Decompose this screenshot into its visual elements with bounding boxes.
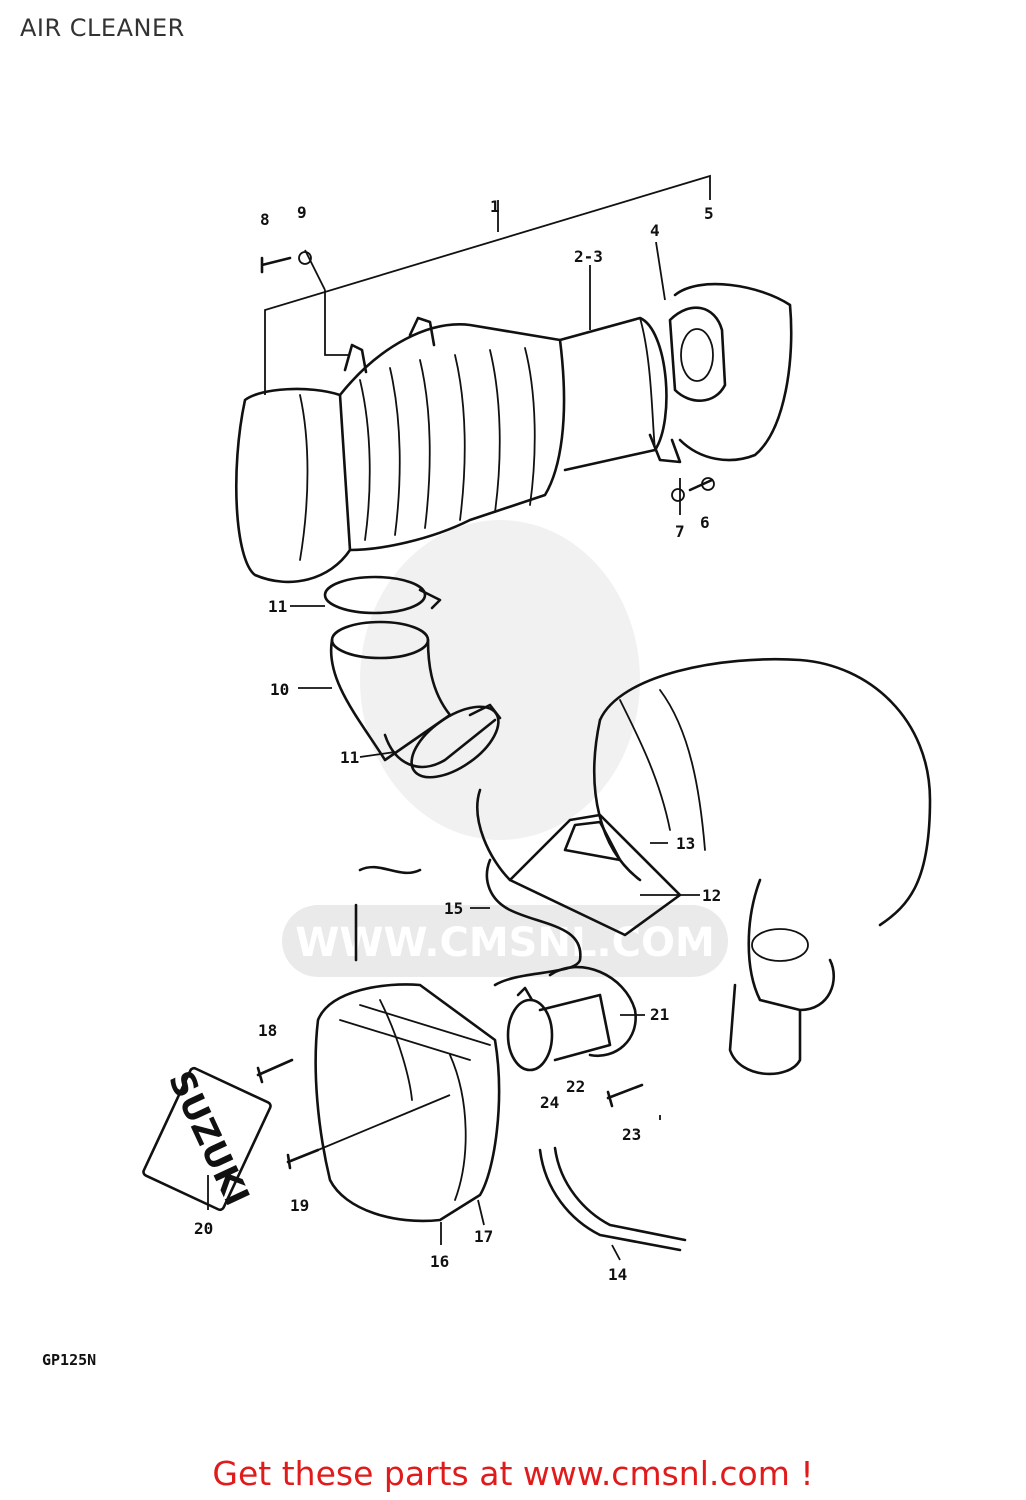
air-cleaner-case: [314, 983, 501, 1223]
air-cleaner-housing: [235, 316, 566, 584]
intake-boot: [476, 788, 682, 937]
page-title: AIR CLEANER: [20, 14, 185, 42]
carburetor-housing: [593, 657, 932, 1076]
callout-23: 23: [622, 1125, 641, 1144]
callout-1: 1: [490, 197, 500, 216]
callout-4: 4: [650, 221, 660, 240]
callout-8: 8: [260, 210, 270, 229]
callout-17: 17: [474, 1227, 493, 1246]
callout-16: 16: [430, 1252, 449, 1271]
callout-11-lower: 11: [340, 748, 359, 767]
callout-14: 14: [608, 1265, 627, 1284]
leader-lines: [207, 241, 700, 1261]
gasket-and-cover: [648, 282, 793, 464]
small-fasteners-lower: [256, 1058, 687, 1252]
reference-lines: [264, 174, 711, 395]
callout-18: 18: [258, 1021, 277, 1040]
callout-10: 10: [270, 680, 289, 699]
callout-13: 13: [676, 834, 695, 853]
callout-21: 21: [650, 1005, 669, 1024]
watermark-text: WWW.CMSNL.COM: [295, 920, 715, 966]
parts-diagram: WWW.CMSNL.COM: [42, 174, 932, 1369]
suzuki-emblem: SUZUKI: [142, 1065, 272, 1212]
callout-9: 9: [297, 203, 307, 222]
breather-hose-upper: [354, 858, 582, 987]
callout-5: 5: [704, 204, 714, 223]
callout-20: 20: [194, 1219, 213, 1238]
intake-hose-assembly: [323, 575, 502, 779]
callout-19: 19: [290, 1196, 309, 1215]
watermark: WWW.CMSNL.COM: [282, 520, 728, 977]
filter-element: [558, 316, 668, 472]
callout-22: 22: [566, 1077, 585, 1096]
footer-link[interactable]: Get these parts at www.cmsnl.com !: [212, 1454, 814, 1493]
callout-7: 7: [675, 522, 685, 541]
callout-numbers: 1 2-3 4 5 6 7 8 9 10 11 11 12 13 14 15 1…: [42, 197, 721, 1369]
small-fasteners-upper: [260, 251, 715, 502]
callout-11-upper: 11: [268, 597, 287, 616]
model-code: GP125N: [42, 1351, 96, 1369]
callout-24: 24: [540, 1093, 559, 1112]
callout-2-3: 2-3: [574, 247, 603, 266]
carburetor-joint: [506, 965, 637, 1072]
callout-12: 12: [702, 886, 721, 905]
callout-6: 6: [700, 513, 710, 532]
callout-15: 15: [444, 899, 463, 918]
